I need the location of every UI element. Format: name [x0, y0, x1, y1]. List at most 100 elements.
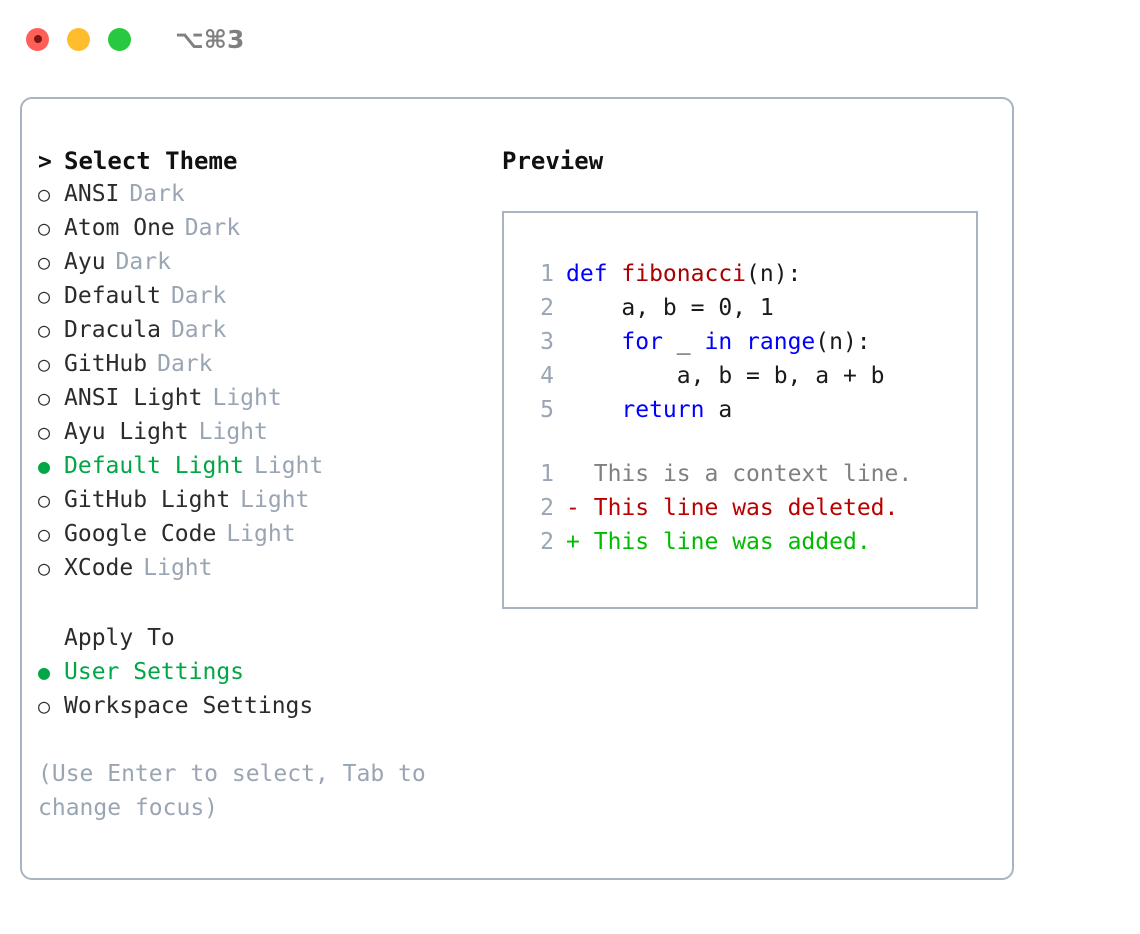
theme-selection-panel: > Select Theme ○ ANSI Dark ○ Atom One Da…: [38, 147, 478, 825]
theme-list-item-ayu-light[interactable]: ○ Ayu Light Light: [38, 419, 478, 453]
code-token-plain: a, b = 0, 1: [566, 295, 774, 321]
keyboard-hint-text: (Use Enter to select, Tab to change focu…: [38, 761, 426, 821]
radio-unselected-icon[interactable]: ○: [38, 420, 51, 444]
diff-sign: +: [566, 529, 580, 555]
line-number: 3: [540, 329, 554, 355]
diff-line-added: 2 + This line was added.: [520, 529, 976, 563]
theme-list-item-github-light[interactable]: ○ GitHub Light Light: [38, 487, 478, 521]
radio-unselected-icon[interactable]: ○: [38, 522, 51, 546]
theme-list-item-ayu-dark[interactable]: ○ Ayu Dark: [38, 249, 478, 283]
code-line: 4 a, b = b, a + b: [520, 363, 976, 397]
code-line: 1 def fibonacci(n):: [520, 261, 976, 295]
preview-divider-space: [520, 431, 976, 461]
code-token-plain: (n):: [746, 261, 802, 287]
code-line: 2 a, b = 0, 1: [520, 295, 976, 329]
diff-line-context: 1 This is a context line.: [520, 461, 976, 495]
preview-panel: Preview 1 def fibonacci(n): 2 a, b = 0, …: [502, 147, 992, 609]
preview-title: Preview: [502, 147, 604, 175]
theme-category: Dark: [129, 181, 185, 207]
code-token-keyword: in range: [704, 329, 816, 355]
theme-category: Light: [198, 419, 268, 445]
diff-text: This line was deleted.: [593, 495, 899, 521]
select-theme-title: Select Theme: [64, 147, 238, 175]
code-token-keyword: for: [621, 329, 663, 355]
radio-unselected-icon[interactable]: ○: [38, 216, 51, 240]
code-line: 3 for _ in range(n):: [520, 329, 976, 363]
radio-unselected-icon[interactable]: ○: [38, 386, 51, 410]
theme-list-item-ansi-light[interactable]: ○ ANSI Light Light: [38, 385, 478, 419]
theme-name: ANSI Light: [64, 385, 203, 411]
radio-unselected-icon[interactable]: ○: [38, 284, 51, 308]
theme-category: Light: [240, 487, 310, 513]
code-token-function: fibonacci: [621, 261, 747, 287]
theme-list-item-xcode[interactable]: ○ XCode Light: [38, 555, 478, 589]
apply-to-option-label: User Settings: [64, 659, 245, 685]
code-token-plain: [566, 329, 621, 355]
apply-to-option-label: Workspace Settings: [64, 693, 314, 719]
line-number: 4: [540, 363, 554, 389]
theme-category: Light: [226, 521, 296, 547]
prompt-caret-icon: >: [38, 149, 52, 175]
code-line: 5 return a: [520, 397, 976, 431]
theme-name: GitHub: [64, 351, 148, 377]
theme-name: Default: [64, 283, 161, 309]
line-number: 2: [540, 295, 554, 321]
code-token-keyword: return: [621, 397, 705, 423]
code-token-plain: [566, 397, 621, 423]
theme-picker-card: > Select Theme ○ ANSI Dark ○ Atom One Da…: [20, 97, 1014, 880]
diff-sign: [566, 461, 580, 487]
radio-unselected-icon[interactable]: ○: [38, 182, 51, 206]
diff-line-deleted: 2 - This line was deleted.: [520, 495, 976, 529]
theme-name: Ayu Light: [64, 419, 189, 445]
maximize-button[interactable]: [108, 27, 131, 51]
code-token-plain: a, b = b, a + b: [566, 363, 885, 389]
theme-list-item-default-light[interactable]: ● Default Light Light: [38, 453, 478, 487]
theme-list-item-ansi-dark[interactable]: ○ ANSI Dark: [38, 181, 478, 215]
theme-name: Atom One: [64, 215, 175, 241]
line-number: 1: [540, 461, 554, 487]
theme-category: Light: [254, 453, 324, 479]
line-number: 1: [540, 261, 554, 287]
radio-unselected-icon[interactable]: ○: [38, 488, 51, 512]
radio-unselected-icon[interactable]: ○: [38, 318, 51, 342]
theme-category: Dark: [157, 351, 213, 377]
radio-selected-icon[interactable]: ●: [38, 454, 51, 478]
theme-category: Light: [143, 555, 213, 581]
theme-name: ANSI: [64, 181, 120, 207]
theme-list-item-github-dark[interactable]: ○ GitHub Dark: [38, 351, 478, 385]
theme-name: Default Light: [64, 453, 245, 479]
theme-list-item-google-code[interactable]: ○ Google Code Light: [38, 521, 478, 555]
apply-to-heading: Apply To: [64, 625, 175, 651]
theme-name: Ayu: [64, 249, 106, 275]
radio-unselected-icon[interactable]: ○: [38, 694, 51, 718]
traffic-lights: [26, 27, 131, 51]
keyboard-shortcut-label: ⌥⌘3: [175, 24, 245, 54]
radio-unselected-icon[interactable]: ○: [38, 352, 51, 376]
theme-category: Dark: [170, 317, 227, 343]
close-button[interactable]: [26, 27, 49, 51]
code-token-plain: _: [662, 329, 705, 355]
diff-sign: -: [566, 495, 580, 521]
radio-selected-icon[interactable]: ●: [38, 660, 51, 684]
theme-name: Google Code: [64, 521, 217, 547]
theme-list-item-dracula-dark[interactable]: ○ Dracula Dark: [38, 317, 478, 351]
theme-category: Dark: [115, 249, 171, 275]
title-bar: ⌥⌘3: [0, 0, 1140, 78]
apply-to-panel: Apply To ● User Settings ○ Workspace Set…: [38, 625, 478, 727]
theme-list-item-atom-one-dark[interactable]: ○ Atom One Dark: [38, 215, 478, 249]
apply-to-option-workspace-settings[interactable]: ○ Workspace Settings: [38, 693, 478, 727]
code-token-keyword: def: [566, 261, 622, 287]
theme-category: Dark: [184, 215, 241, 241]
line-number: 2: [540, 529, 554, 555]
radio-unselected-icon[interactable]: ○: [38, 556, 51, 580]
line-number: 5: [540, 397, 554, 423]
select-theme-header: > Select Theme: [38, 147, 478, 181]
theme-name: GitHub Light: [64, 487, 231, 513]
theme-list-item-default-dark[interactable]: ○ Default Dark: [38, 283, 478, 317]
minimize-button[interactable]: [67, 27, 90, 51]
radio-unselected-icon[interactable]: ○: [38, 250, 51, 274]
diff-text: This is a context line.: [593, 461, 913, 487]
theme-category: Dark: [170, 283, 227, 309]
apply-to-option-user-settings[interactable]: ● User Settings: [38, 659, 478, 693]
